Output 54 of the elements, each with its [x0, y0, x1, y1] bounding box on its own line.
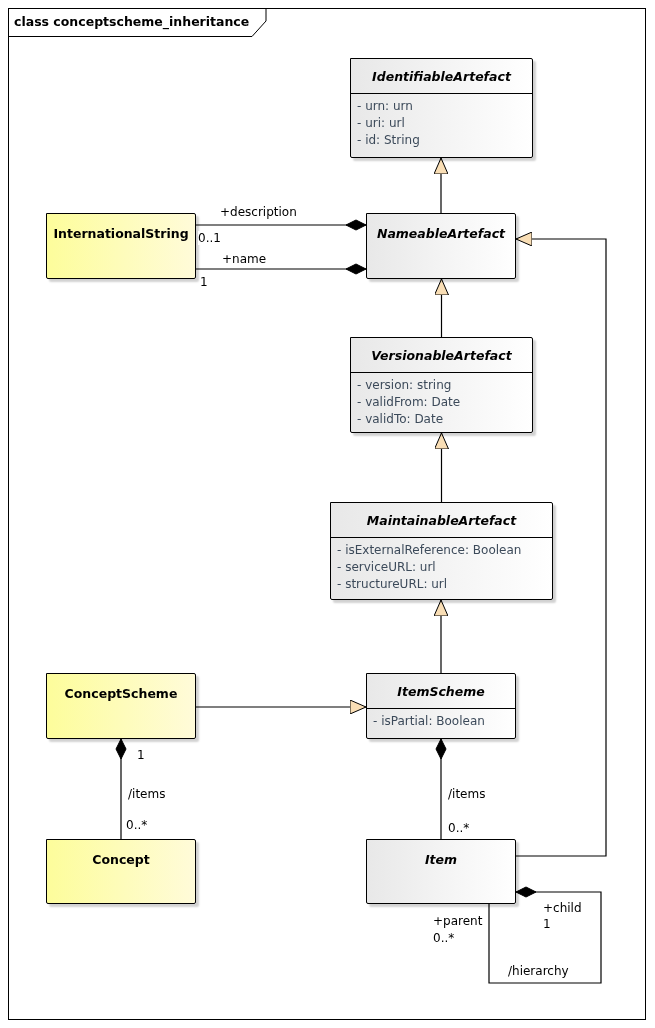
- attribute: - structureURL: url: [337, 576, 449, 593]
- class-box: [46, 673, 196, 739]
- composition-line: [435, 738, 447, 840]
- multiplicity-label: +child: [543, 901, 582, 915]
- edge-label: /items: [448, 787, 486, 801]
- class-name: Item: [423, 851, 459, 867]
- edge-label: /items: [128, 787, 166, 801]
- class-box: [366, 673, 516, 739]
- multiplicity-label: +parent: [433, 914, 483, 928]
- class-box: [366, 839, 516, 904]
- multiplicity-label: 0..*: [448, 821, 470, 835]
- multiplicity-label: 0..1: [198, 231, 221, 245]
- generalization-arrow: [515, 231, 607, 857]
- attribute: - id: String: [357, 132, 421, 149]
- edge-label: +name: [222, 252, 267, 266]
- generalization-arrow: [195, 699, 367, 715]
- generalization-arrow: [433, 157, 449, 214]
- attribute: - isExternalReference: Boolean: [337, 542, 523, 559]
- multiplicity-label: 1: [543, 917, 551, 931]
- edge-label: +description: [220, 205, 297, 219]
- composition-line: [195, 219, 367, 231]
- composition-line: [115, 738, 127, 840]
- multiplicity-label: 0..*: [126, 818, 148, 832]
- attribute: - serviceURL: url: [337, 559, 437, 576]
- attribute: - validTo: Date: [357, 411, 445, 428]
- edge-label: /hierarchy: [508, 964, 569, 978]
- multiplicity-label: 1: [137, 748, 145, 762]
- composition-line: [195, 263, 367, 275]
- attribute: - validFrom: Date: [357, 394, 462, 411]
- multiplicity-label: 1: [200, 275, 208, 289]
- class-box: [350, 337, 533, 433]
- frame-title: class conceptscheme_inheritance: [14, 14, 250, 29]
- multiplicity-label: 0..*: [433, 931, 455, 945]
- generalization-arrow: [434, 278, 449, 338]
- attribute: - urn: urn: [357, 98, 414, 115]
- composition-line: [488, 886, 602, 984]
- attribute: - version: string: [357, 377, 453, 394]
- generalization-arrow: [433, 599, 449, 674]
- class-box: [330, 502, 553, 600]
- class-name: Concept: [91, 851, 151, 867]
- attribute: - isPartial: Boolean: [373, 713, 486, 730]
- class-name: NameableArtefact: [375, 225, 507, 241]
- class-name: VersionableArtefact: [351, 338, 532, 373]
- class-box: [46, 213, 196, 279]
- class-name: InternationalString: [52, 225, 190, 241]
- class-name: ConceptScheme: [63, 685, 179, 701]
- attribute: - uri: url: [357, 115, 406, 132]
- class-box: [366, 213, 516, 279]
- class-box: [350, 58, 533, 158]
- class-box: [46, 839, 196, 904]
- class-name: ItemScheme: [367, 674, 515, 709]
- class-name: MaintainableArtefact: [331, 503, 552, 538]
- generalization-arrow: [434, 432, 449, 503]
- class-name: IdentifiableArtefact: [351, 59, 532, 94]
